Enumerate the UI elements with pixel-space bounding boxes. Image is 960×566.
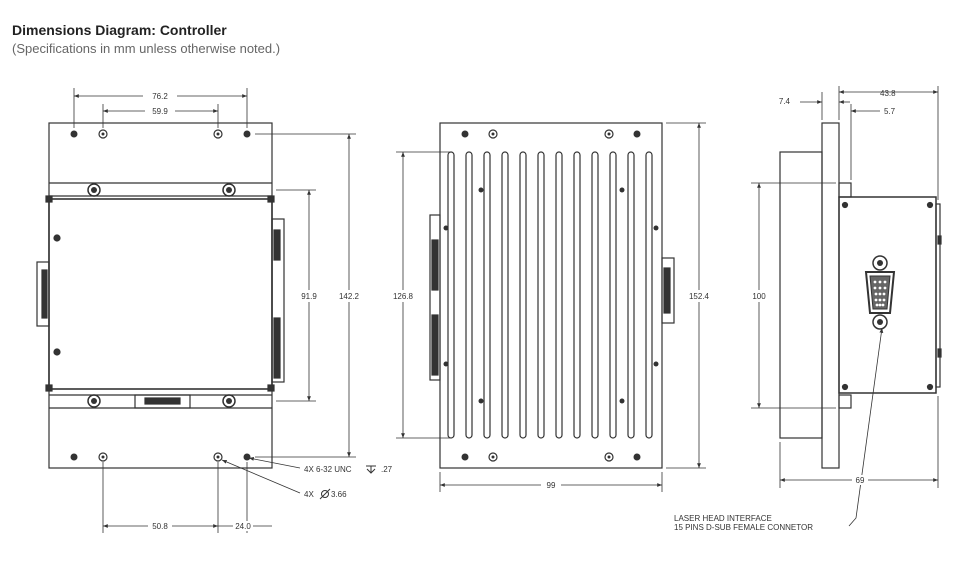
- side-top-step: [838, 182, 852, 198]
- dim-offset: 5.7: [884, 107, 896, 116]
- heatsink-view: [429, 122, 675, 469]
- dim-body-height: 100: [752, 292, 766, 301]
- depth-symbol-icon: [366, 465, 376, 474]
- dim-heatsink-width: 99: [547, 481, 556, 490]
- heatsink-plate-outline: [439, 122, 663, 469]
- dim-fin-height: 126.8: [393, 292, 414, 301]
- callout-thread: 4X 6-32 UNC: [304, 465, 352, 474]
- connector-label-line2: 15 PINS D-SUB FEMALE CONNETOR: [674, 523, 813, 532]
- left-handle: [36, 261, 50, 327]
- front-mounting-holes: [70, 129, 251, 462]
- dim-inner-height: 91.9: [301, 292, 317, 301]
- dim-side-bottom: 69: [856, 476, 865, 485]
- front-plate-outline: [48, 122, 273, 469]
- dim-overall-depth: 43.8: [880, 89, 896, 98]
- dsub-connector-icon: [864, 255, 896, 330]
- dim-overall-height: 142.2: [339, 292, 360, 301]
- side-view: [779, 122, 942, 469]
- side-dimensions: [751, 86, 939, 527]
- dim-flange: 7.4: [779, 97, 791, 106]
- callout-hole-value: 3.66: [331, 490, 347, 499]
- front-view: [36, 122, 285, 469]
- left-knob-bottom: [53, 348, 61, 356]
- callout-hole-prefix: 4X: [304, 490, 314, 499]
- heatsink-right-handle: [661, 257, 675, 324]
- right-bracket: [271, 218, 285, 383]
- dim-bottom-right: 24.0: [235, 522, 251, 531]
- dim-heatsink-height: 152.4: [689, 292, 710, 301]
- dim-overall-width: 76.2: [152, 92, 168, 101]
- diameter-symbol-icon: [319, 488, 331, 500]
- diagram-subtitle: (Specifications in mm unless otherwise n…: [12, 41, 281, 56]
- heatsink-left-bracket: [429, 214, 441, 381]
- side-heatsink-profile: [779, 151, 823, 439]
- front-body-outline: [48, 198, 273, 390]
- side-flange: [821, 122, 840, 469]
- heatsink-holes: [443, 129, 659, 462]
- heatsink-dimensions: [396, 122, 706, 492]
- diagram-title: Dimensions Diagram: Controller: [12, 22, 227, 38]
- heatsink-fins: [447, 151, 653, 439]
- dim-hole-spacing: 59.9: [152, 107, 168, 116]
- callout-depth: .27: [381, 465, 393, 474]
- left-knob-top: [53, 234, 61, 242]
- side-bottom-step: [838, 394, 852, 409]
- bottom-label-plate: [134, 394, 191, 409]
- dim-bottom-left: 50.8: [152, 522, 168, 531]
- connector-label-line1: LASER HEAD INTERFACE: [674, 514, 772, 523]
